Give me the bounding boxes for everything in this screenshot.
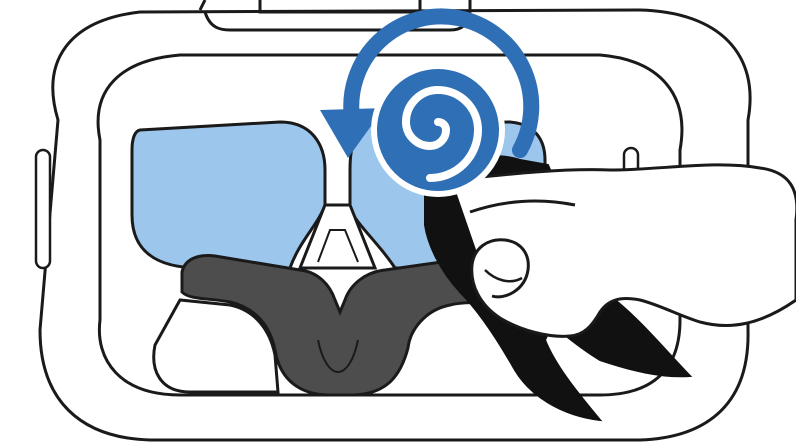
circular-wipe-spiral-icon bbox=[374, 66, 502, 194]
left-side-slot bbox=[36, 150, 50, 268]
left-lens bbox=[132, 122, 325, 268]
